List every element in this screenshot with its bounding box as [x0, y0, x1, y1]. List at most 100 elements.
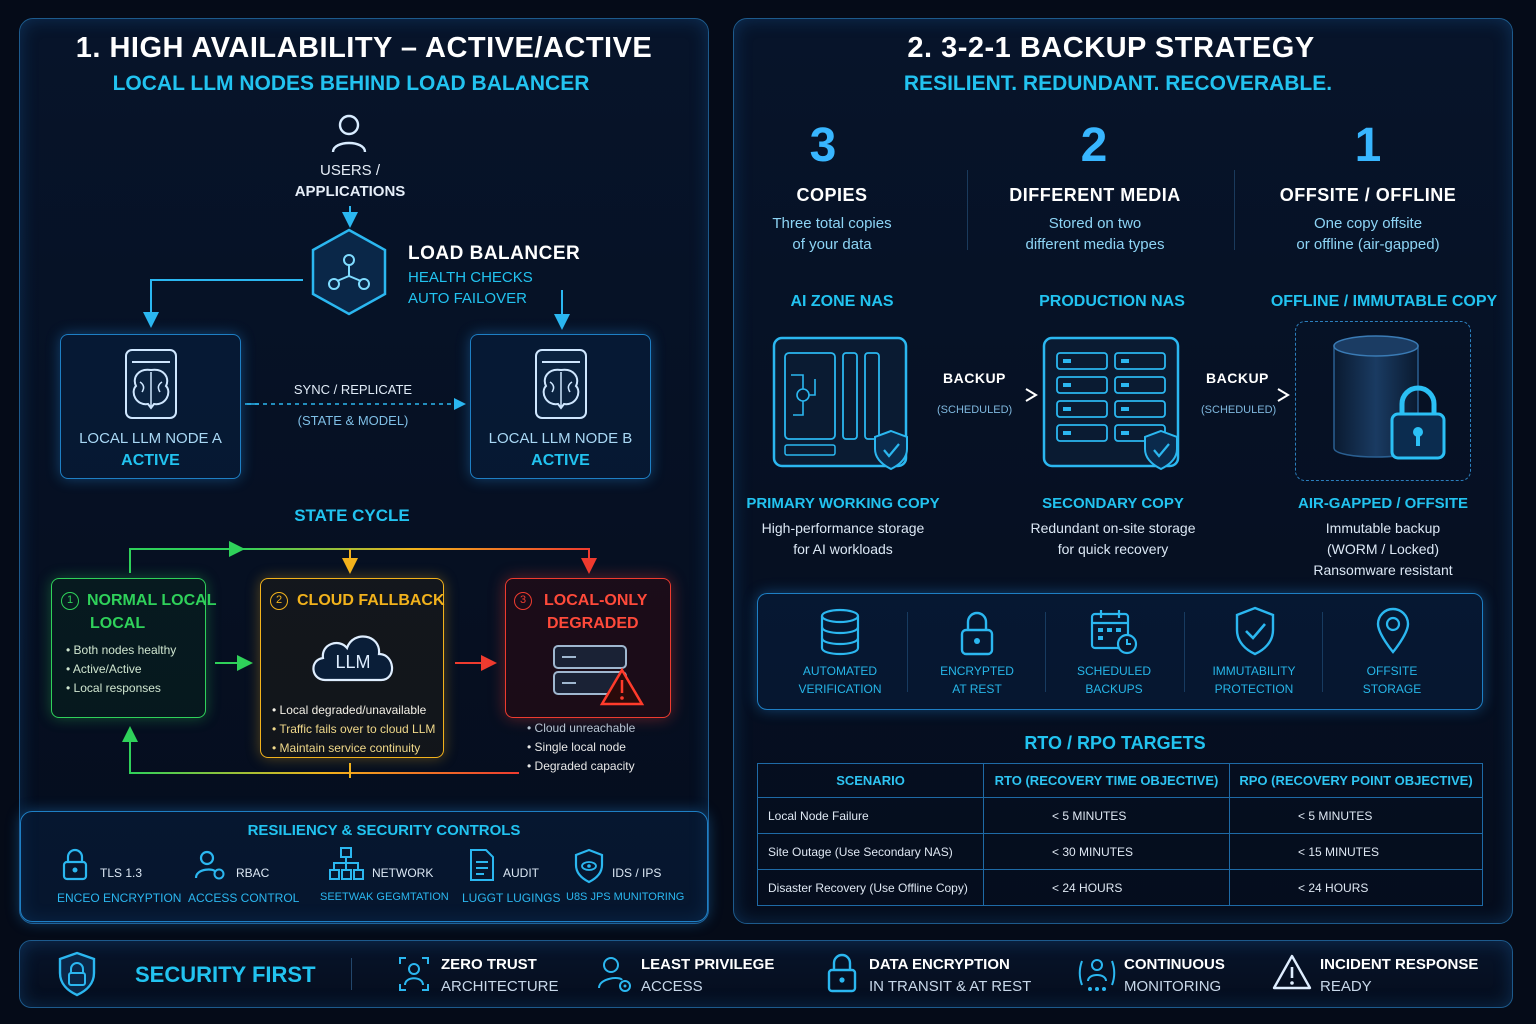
control-audit-sub: LUGGT LUGINGS [462, 891, 561, 905]
footer-item-1-line-1: ZERO TRUST [441, 956, 537, 973]
divider [351, 958, 352, 990]
zero-trust-icon [399, 957, 429, 991]
bullet: Local responses [66, 679, 176, 698]
rto-table-wrap: SCENARIO RTO (RECOVERY TIME OBJECTIVE) R… [757, 763, 1483, 906]
vault-lock-icon [1333, 335, 1446, 460]
scheduled-label-2: (SCHEDULED) [1201, 404, 1277, 416]
rule-1-title: OFFSITE / OFFLINE [1279, 185, 1457, 205]
state-2-number: 2 [270, 592, 288, 610]
rule-2-title: DIFFERENT MEDIA [1009, 185, 1181, 205]
table-header-row: SCENARIO RTO (RECOVERY TIME OBJECTIVE) R… [757, 763, 1483, 798]
cell-rpo: < 24 HOURS [1229, 869, 1483, 906]
bullet: Local degraded/unavailable [272, 701, 435, 720]
footer-item-3-line-1: DATA ENCRYPTION [869, 956, 1010, 973]
lb-health-checks: HEALTH CHECKS [408, 269, 533, 286]
footer-item-2-line-1: LEAST PRIVILEGE [641, 956, 775, 973]
sync-label: SYNC / REPLICATE [293, 382, 413, 397]
bullet: Both nodes healthy [66, 641, 177, 660]
cell-scenario: Disaster Recovery (Use Offline Copy) [757, 869, 984, 906]
tier-1-line-2: for AI workloads [793, 541, 893, 557]
lock-icon [62, 848, 88, 881]
calendar-clock-icon [1090, 610, 1138, 655]
user-icon [331, 114, 367, 153]
backup-label-2: BACKUP [1206, 370, 1269, 386]
document-icon [470, 849, 494, 881]
cell-rto: < 5 MINUTES [983, 797, 1230, 834]
control-tls: TLS 1.3 [100, 866, 143, 880]
ha-title: 1. HIGH AVAILABILITY – ACTIVE/ACTIVE [75, 32, 653, 64]
load-balancer-title: LOAD BALANCER [408, 243, 581, 264]
lock-icon [960, 611, 994, 656]
footer-item-3-line-2: IN TRANSIT & AT REST [869, 978, 1032, 995]
footer-item-4-line-2: MONITORING [1124, 978, 1222, 995]
offline-copy-frame [1295, 321, 1471, 481]
state-1-title: NORMAL LOCAL [87, 592, 217, 609]
rule-1-number: 1 [1354, 119, 1382, 172]
state-3-title: LOCAL-ONLY [544, 592, 648, 609]
ai-nas-icon [772, 336, 908, 471]
node-a-name: LOCAL LLM NODE A [79, 430, 222, 447]
cell-scenario: Local Node Failure [757, 797, 984, 834]
arrow-right-icon [924, 388, 1038, 402]
security-footer [19, 940, 1513, 1008]
rule-2-number: 2 [1080, 119, 1108, 172]
state-cycle-title: STATE CYCLE [294, 506, 410, 525]
divider [1045, 612, 1046, 692]
table-row: Disaster Recovery (Use Offline Copy) < 2… [757, 869, 1483, 906]
state-1-bullets: Both nodes healthy Active/Active Local r… [66, 641, 176, 698]
bullet: Cloud unreachable [527, 719, 636, 738]
divider [1322, 612, 1323, 692]
node-b-name: LOCAL LLM NODE B [488, 430, 633, 447]
footer-item-5-line-2: READY [1320, 978, 1372, 995]
user-key-icon [598, 957, 631, 992]
feature-label: SCHEDULED [1076, 664, 1151, 678]
lock-icon [827, 953, 857, 993]
shield-check-icon [1235, 606, 1275, 656]
rule-3-title: COPIES [796, 185, 868, 205]
footer-item-5-line-1: INCIDENT RESPONSE [1320, 956, 1479, 973]
scheduled-label-1: (SCHEDULED) [937, 404, 1013, 416]
bullet: Maintain service continuity [272, 739, 435, 758]
rto-title: RTO / RPO TARGETS [1024, 733, 1206, 753]
feature-label: AT REST [952, 682, 1002, 696]
state-3-number: 3 [514, 592, 532, 610]
cell-rpo: < 15 MINUTES [1229, 833, 1483, 870]
state-3-title-2: DEGRADED [547, 615, 639, 632]
tier-2-head: PRODUCTION NAS [1039, 293, 1185, 310]
table-row: Local Node Failure < 5 MINUTES < 5 MINUT… [757, 797, 1483, 834]
cloud-icon [312, 635, 394, 682]
tier-1-line-1: High-performance storage [761, 520, 925, 536]
tier-1-label: PRIMARY WORKING COPY [746, 495, 940, 512]
state-2-bullets: Local degraded/unavailable Traffic fails… [272, 701, 435, 758]
feature-label: PROTECTION [1214, 682, 1294, 696]
footer-item-2-line-2: ACCESS [641, 978, 703, 995]
control-audit: AUDIT [503, 866, 539, 880]
server-warning-icon [553, 645, 645, 706]
control-rbac-sub: ACCESS CONTROL [188, 891, 300, 905]
security-first-label: SECURITY FIRST [135, 962, 316, 987]
divider [967, 170, 968, 250]
shield-lock-icon [58, 951, 96, 997]
user-gear-icon [194, 850, 225, 880]
feature-label: AUTOMATED [802, 664, 878, 678]
tier-3-line-2: (WORM / Locked) [1326, 541, 1439, 557]
tier-2-line-2: for quick recovery [1057, 541, 1169, 557]
node-b-status: ACTIVE [531, 452, 590, 469]
control-network-sub: SEETWAK GEGMTATION [320, 891, 449, 903]
warning-icon [1272, 954, 1312, 990]
control-ids: IDS / IPS [612, 866, 662, 880]
tier-3-line-3: Ransomware resistant [1313, 562, 1453, 578]
feature-label: ENCRYPTED [940, 664, 1014, 678]
rule-3-line-1: Three total copies [772, 215, 892, 232]
users-label-1: USERS / [319, 162, 380, 179]
control-network: NETWORK [372, 866, 434, 880]
col-scenario: SCENARIO [757, 763, 984, 798]
state-1-number: 1 [61, 592, 79, 610]
footer-item-4-line-1: CONTINUOUS [1124, 956, 1225, 973]
arrow-right-icon [1188, 388, 1290, 402]
tier-3-line-1: Immutable backup [1325, 520, 1441, 536]
feature-label: BACKUPS [1085, 682, 1143, 696]
